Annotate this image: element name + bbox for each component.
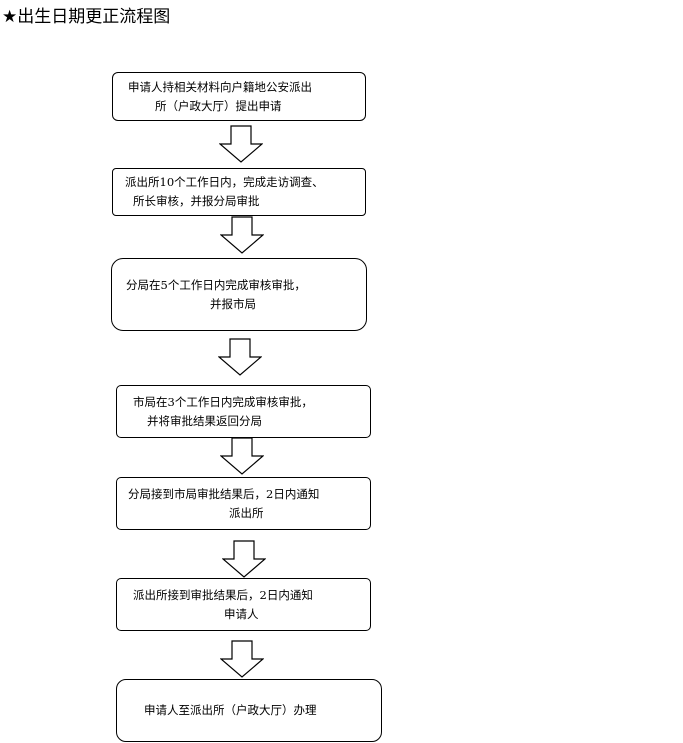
step-2-box: 派出所10个工作日内，完成走访调查、 所长审核，并报分局审批 — [112, 168, 366, 216]
step-3-text-line2: 并报市局 — [210, 296, 256, 311]
down-arrow-icon — [220, 640, 264, 678]
page-title: ★出生日期更正流程图 — [2, 7, 171, 27]
step-4-text-line2: 并将审批结果返回分局 — [147, 413, 262, 428]
step-5-text-line2: 派出所 — [229, 505, 264, 520]
step-5-box: 分局接到市局审批结果后，2日内通知 派出所 — [116, 477, 371, 530]
step-4-text-line1: 市局在3个工作日内完成审核审批， — [133, 394, 313, 409]
down-arrow-icon — [222, 540, 266, 578]
step-6-text-line1: 派出所接到审批结果后，2日内通知 — [133, 587, 313, 602]
down-arrow-icon — [220, 437, 264, 475]
step-4-box: 市局在3个工作日内完成审核审批， 并将审批结果返回分局 — [116, 385, 371, 438]
step-6-box: 派出所接到审批结果后，2日内通知 申请人 — [116, 578, 371, 631]
step-1-box: 申请人持相关材料向户籍地公安派出 所（户政大厅）提出申请 — [112, 72, 366, 121]
step-1-text-line1: 申请人持相关材料向户籍地公安派出 — [128, 79, 312, 94]
step-2-text-line1: 派出所10个工作日内，完成走访调查、 — [125, 175, 324, 189]
down-arrow-icon — [220, 216, 264, 254]
step-3-box: 分局在5个工作日内完成审核审批， 并报市局 — [111, 258, 367, 331]
step-7-text-line1: 申请人至派出所（户政大厅）办理 — [144, 703, 317, 717]
step-5-text-line1: 分局接到市局审批结果后，2日内通知 — [128, 486, 320, 501]
down-arrow-icon — [219, 125, 263, 163]
step-2-text-line2: 所长审核，并报分局审批 — [133, 194, 260, 208]
down-arrow-icon — [218, 338, 262, 376]
step-7-box: 申请人至派出所（户政大厅）办理 — [116, 679, 382, 742]
step-3-text-line1: 分局在5个工作日内完成审核审批， — [126, 277, 306, 292]
step-6-text-line2: 申请人 — [224, 606, 259, 621]
step-1-text-line2: 所（户政大厅）提出申请 — [155, 98, 282, 113]
